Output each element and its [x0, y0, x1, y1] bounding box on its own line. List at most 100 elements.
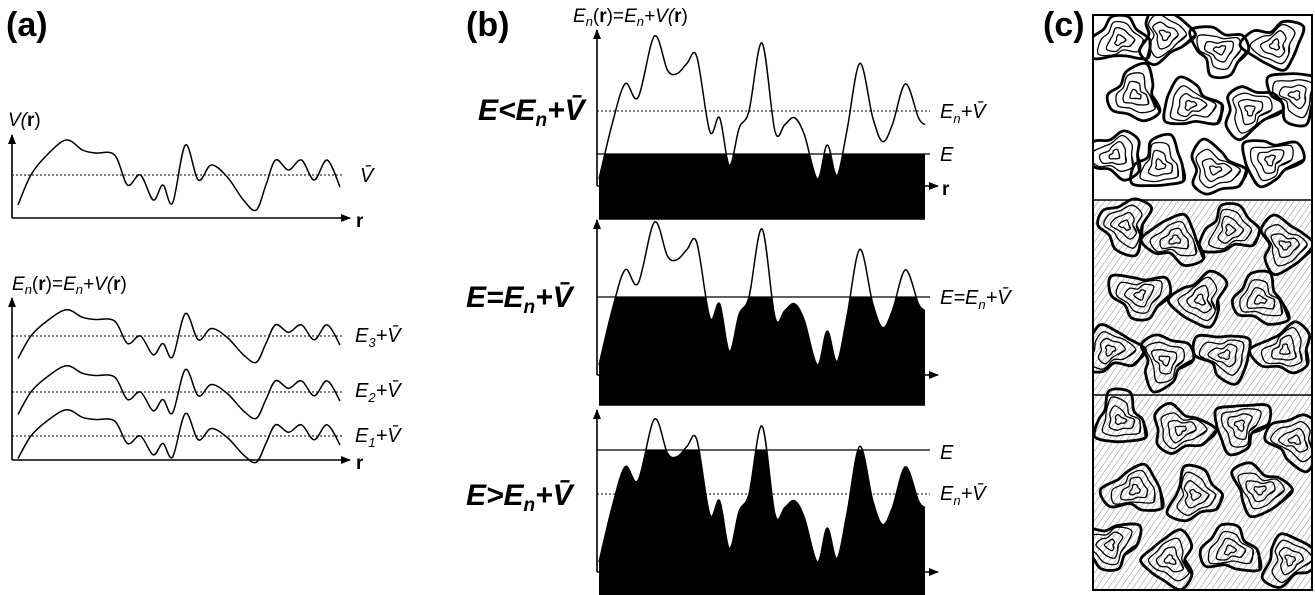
- panel-a-bottom-ylabel: En(r)=En+V(r): [12, 274, 127, 297]
- panel-b-ylabel: En(r)=En+V(r): [573, 6, 688, 29]
- contour-line: [1147, 149, 1174, 177]
- panel-b-row1-filled-regions: [599, 154, 925, 220]
- contour-line: [1162, 75, 1225, 126]
- contour-line: [1108, 148, 1121, 160]
- contour-line: [1174, 425, 1187, 437]
- contour-line: [1209, 165, 1223, 176]
- panel-a-top-plot: V(r) V̄ r: [7, 110, 375, 232]
- contour-line: [1278, 427, 1309, 453]
- panel-c-label: (c): [1043, 6, 1085, 44]
- panel-b-row2-condition: E=En+V̄: [466, 281, 576, 318]
- contour-line: [1163, 554, 1177, 565]
- contour-line: [1115, 72, 1157, 114]
- contour-line: [1259, 213, 1312, 277]
- contour-line: [1093, 387, 1149, 444]
- contour-line: [1160, 412, 1208, 450]
- contour-line: [1128, 483, 1141, 496]
- panel-b-row3-condition: E>En+V̄: [466, 479, 576, 516]
- contour-line: [1225, 223, 1237, 237]
- contour-line: [1263, 413, 1312, 474]
- panel-a-label: (a): [6, 6, 48, 44]
- panel-b-row1-mean-label: En+V̄: [940, 100, 987, 126]
- contour-line: [1220, 408, 1262, 448]
- contour-line: [1248, 320, 1311, 375]
- contour-line: [1246, 286, 1276, 310]
- contour-line: [1093, 526, 1133, 566]
- contour-line: [1253, 485, 1267, 496]
- contour-line: [1278, 240, 1292, 251]
- panel-b-xlabel: r: [942, 179, 950, 200]
- panel-a-level-3-label: E3+V̄: [355, 324, 402, 350]
- panel-b-row2-filled-regions: [599, 297, 925, 406]
- panel-a-top-xlabel: r: [356, 211, 364, 232]
- contour-line: [1105, 27, 1136, 53]
- contour-line: [1190, 137, 1249, 196]
- panel-b-row3-energy-label: E: [940, 442, 954, 464]
- panel-b-row3-filled-regions: [599, 450, 925, 595]
- contour-line: [1152, 21, 1179, 50]
- contour-line: [1207, 530, 1255, 565]
- panel-c-frame: [1092, 14, 1313, 591]
- contour-line: [1195, 148, 1242, 189]
- contour-line: [1114, 33, 1127, 47]
- contour-line: [1224, 85, 1286, 142]
- contour-line: [1232, 92, 1273, 134]
- contour-line: [1105, 61, 1162, 123]
- contour-line: [1154, 158, 1167, 171]
- contour-line: [1122, 80, 1150, 106]
- contour-line: [1093, 15, 1152, 61]
- contour-line: [1189, 488, 1202, 501]
- contour-line: [1149, 220, 1198, 257]
- contour-line: [1196, 34, 1242, 71]
- contour-line: [1114, 413, 1128, 426]
- contour-line: [1147, 537, 1190, 582]
- panel-a-curve-level-3: [17, 309, 341, 364]
- contour-line: [1265, 72, 1312, 128]
- contour-line: [1097, 337, 1126, 365]
- contour-line: [1093, 323, 1147, 374]
- contour-line: [1198, 339, 1245, 376]
- contour-line: [1186, 284, 1213, 314]
- contour-line: [1264, 154, 1276, 167]
- contour-line: [1217, 215, 1245, 244]
- contour-line: [1098, 140, 1128, 166]
- contour-line: [1188, 25, 1251, 80]
- contour-line: [1270, 233, 1300, 259]
- contour-line: [1245, 480, 1276, 503]
- contour-line: [1169, 85, 1217, 122]
- contour-line: [1191, 333, 1252, 386]
- contour-line: [1213, 403, 1273, 457]
- contour-line: [1270, 421, 1312, 463]
- contour-line: [1107, 273, 1173, 322]
- panel-a-top-potential-curve: [17, 139, 341, 212]
- panel-b-row3-curve: [598, 418, 926, 563]
- contour-line: [1110, 469, 1156, 505]
- contour-line: [1284, 554, 1296, 567]
- contour-line: [1279, 343, 1291, 355]
- panel-b-row2-curve: [598, 221, 926, 366]
- contour-line: [1093, 134, 1134, 172]
- contour-line: [1194, 293, 1207, 306]
- contour-line: [1147, 15, 1188, 59]
- contour-line: [1093, 331, 1137, 370]
- contour-line: [1177, 276, 1218, 322]
- panel-a-top-ylabel: V(r): [8, 110, 41, 131]
- panel-b-row-equal: E=En+V̄ E=En+V̄: [466, 219, 1012, 406]
- contour-line: [1271, 334, 1297, 361]
- contour-line: [1117, 219, 1132, 231]
- contour-line: [1253, 294, 1268, 305]
- contour-line: [1249, 144, 1294, 182]
- contour-line: [1244, 105, 1256, 117]
- contour-line: [1264, 224, 1308, 267]
- contour-line: [1230, 461, 1294, 519]
- panel-b-row3-mean-label: En+V̄: [940, 482, 987, 508]
- contour-line: [1144, 341, 1185, 384]
- contour-line: [1139, 141, 1180, 183]
- contour-line: [1238, 19, 1306, 72]
- contour-line: [1103, 538, 1116, 552]
- contour-line: [1098, 462, 1165, 512]
- contour-line: [1096, 197, 1153, 258]
- contour-line: [1093, 129, 1142, 182]
- contour-line: [1138, 15, 1197, 67]
- panel-b-row1-energy-label: E: [940, 144, 954, 166]
